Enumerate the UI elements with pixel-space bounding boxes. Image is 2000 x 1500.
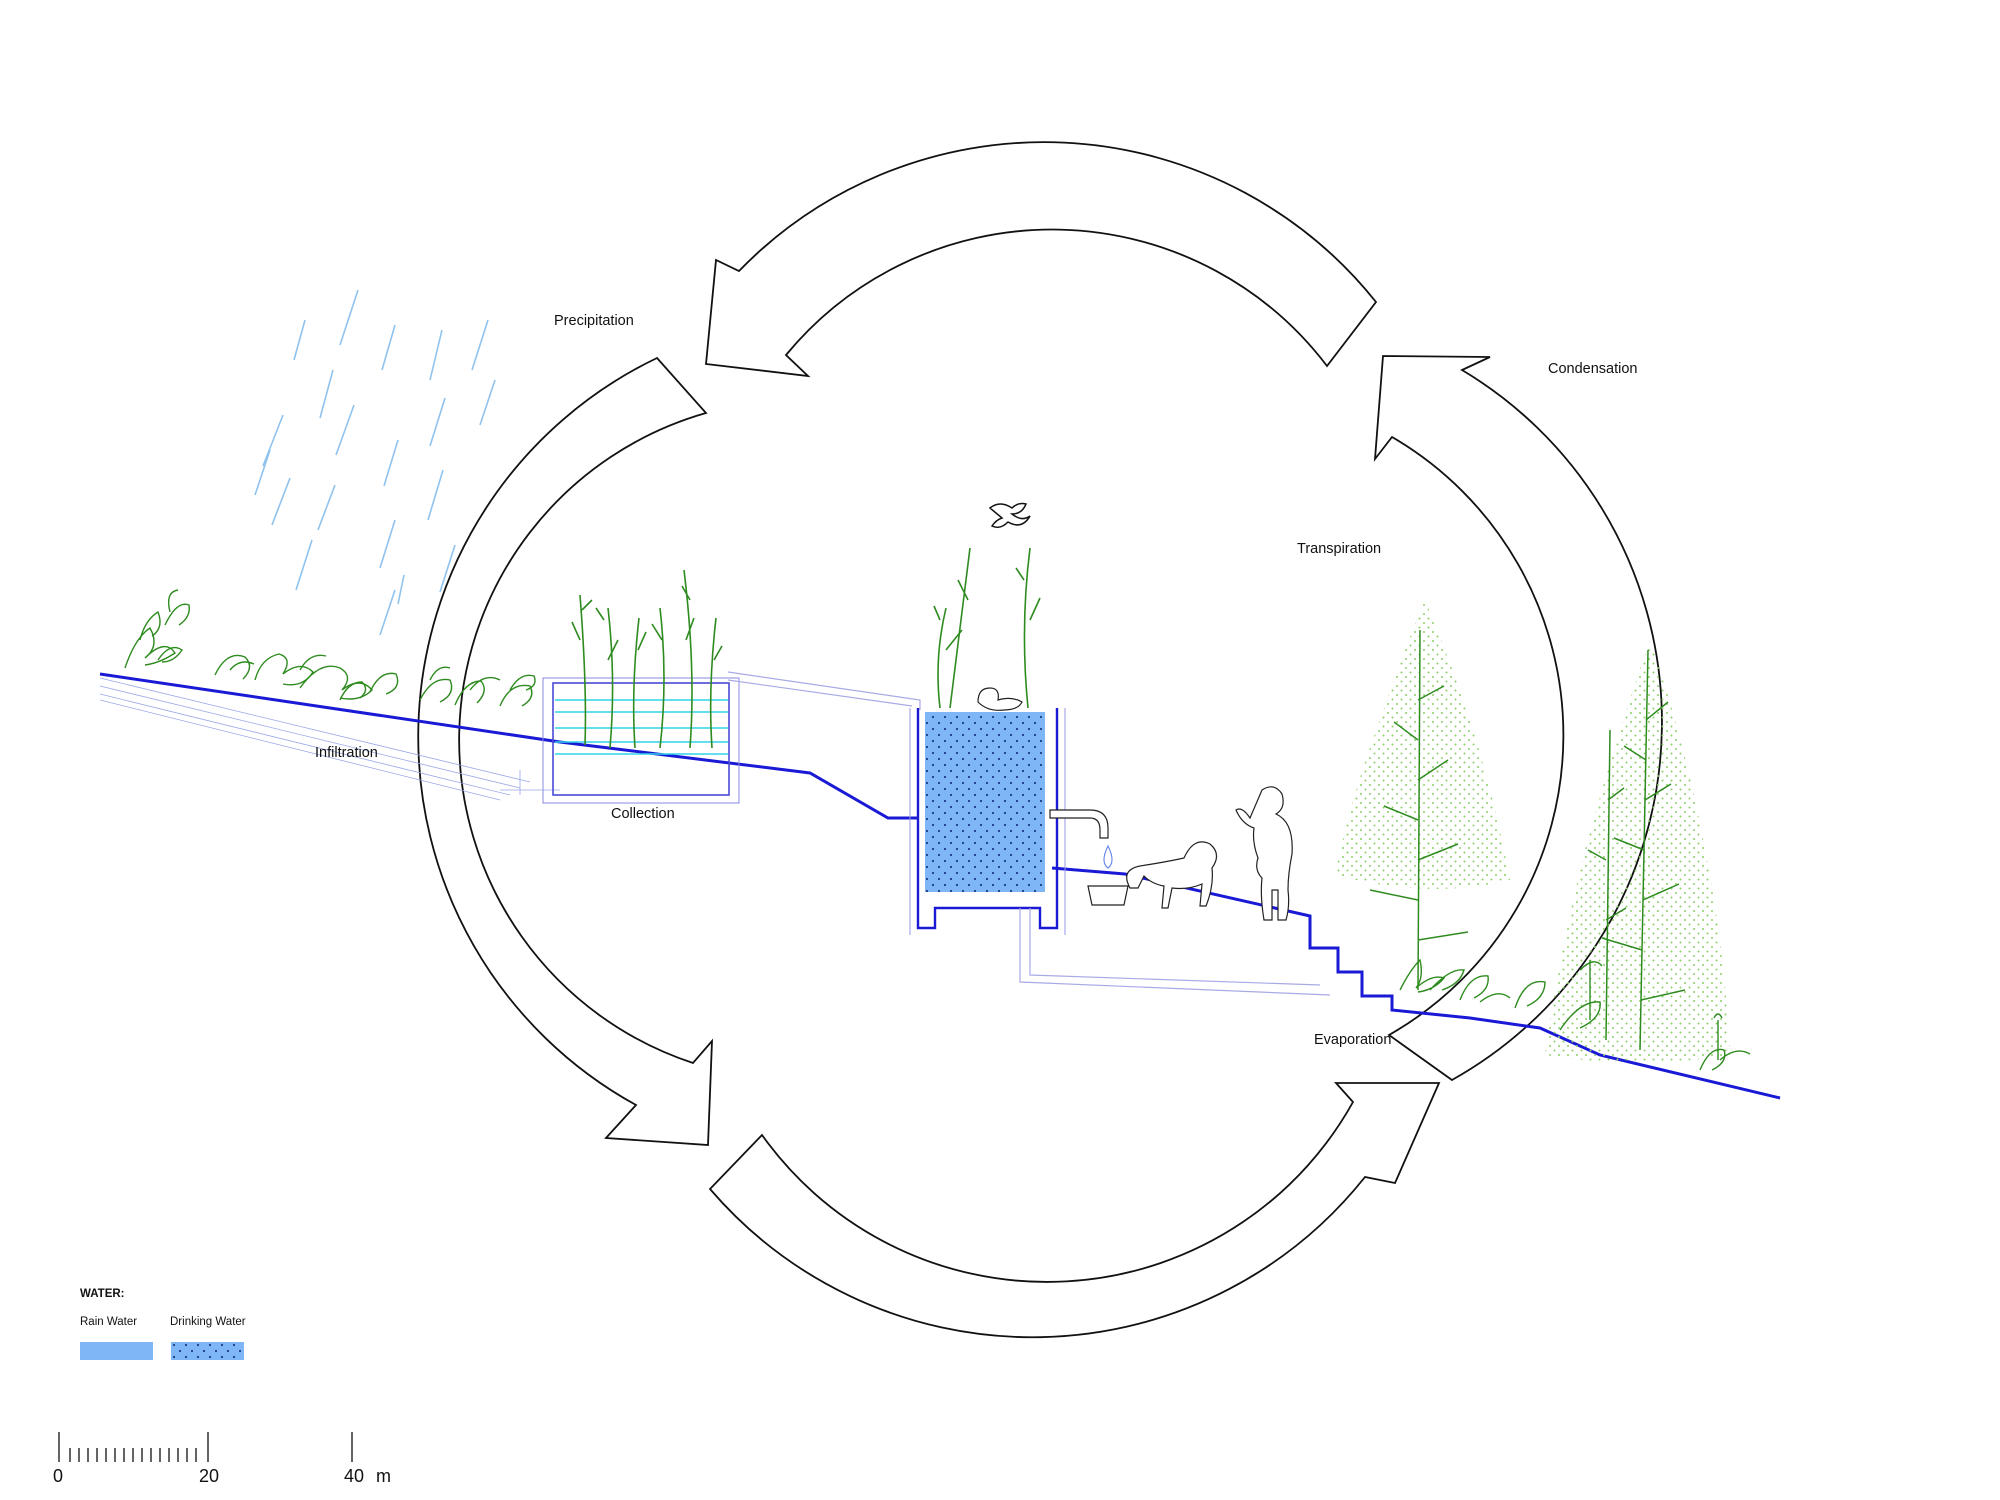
ground-shrubs <box>1399 958 1751 1071</box>
trees <box>1369 629 1686 1051</box>
faucet-icon <box>1049 809 1109 839</box>
infiltration-strata <box>99 677 560 801</box>
label-collection: Collection <box>611 806 675 822</box>
slope-vegetation <box>124 589 536 707</box>
scale-bar <box>58 1432 353 1462</box>
top-cycle-arrow <box>705 141 1378 378</box>
scale-tick-20: 20 <box>199 1466 220 1486</box>
duck-icon <box>977 687 1023 711</box>
collection-tank <box>542 671 921 804</box>
legend-title: WATER: <box>80 1288 125 1300</box>
left-cycle-arrow <box>417 356 713 1146</box>
scale-unit: m <box>376 1466 391 1486</box>
rain-streaks <box>254 289 496 636</box>
label-infiltration: Infiltration <box>315 745 378 761</box>
label-transpiration: Transpiration <box>1297 541 1382 557</box>
legend-swatch-rain-water <box>80 1342 153 1360</box>
tree-foliage <box>1335 600 1730 1063</box>
label-precipitation: Precipitation <box>554 313 634 329</box>
scale-tick-0: 0 <box>53 1466 64 1486</box>
legend-label-drinking-water: Drinking Water <box>170 1316 246 1328</box>
dog-icon <box>1126 841 1218 909</box>
water-bowl <box>1087 885 1129 906</box>
scale-tick-40: 40 <box>344 1466 365 1486</box>
person-icon <box>1235 786 1293 921</box>
reeds <box>571 569 723 749</box>
bottom-cycle-arrow <box>708 1082 1441 1339</box>
legend-label-rain-water: Rain Water <box>80 1316 138 1328</box>
label-condensation: Condensation <box>1548 361 1638 377</box>
bird-icon <box>988 502 1031 529</box>
ground-profile <box>99 672 1781 1100</box>
water-drop-icon <box>1103 844 1113 869</box>
label-evaporation: Evaporation <box>1314 1032 1392 1048</box>
legend-swatch-drinking-water <box>171 1342 244 1360</box>
drinking-water-tank <box>909 708 1331 996</box>
tank-plants <box>933 547 1041 709</box>
